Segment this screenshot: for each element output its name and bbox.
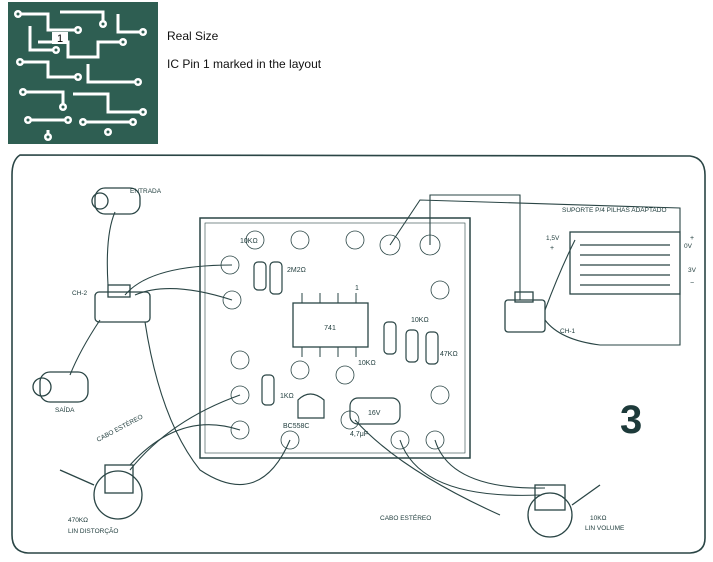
resistor-1k (261, 374, 275, 406)
wiring-diagram: 741 1 10KΩ 2M2Ω 10KΩ 10KΩ 47KΩ 1KΩ BC558… (11, 154, 706, 554)
label-r-10k-right: 10KΩ (411, 317, 429, 324)
switch-ch2 (94, 284, 151, 323)
label-pot-left-name: LIN DISTORÇÃO (68, 526, 118, 535)
switch-ch1 (504, 291, 546, 333)
caption-real-size: Real Size (167, 29, 219, 43)
label-r-10k-top: 10KΩ (240, 238, 258, 245)
label-entrada: ENTRADA (130, 188, 162, 195)
resistor-47k (425, 331, 439, 365)
transistor-bc558c (297, 393, 325, 419)
input-jack (91, 187, 141, 215)
pcb-board (199, 217, 471, 459)
label-cabo-estereo-bottom: CABO ESTÉREO (380, 513, 431, 522)
potentiometer-distorcao (59, 464, 143, 520)
output-jack (32, 371, 89, 403)
ic-741 (292, 302, 369, 348)
label-cap-47uf: 4,7μF (350, 431, 368, 438)
label-ch2: CH-2 (72, 290, 88, 297)
pcb-layout-thumbnail: 1 (8, 2, 158, 144)
figure-number: 3 (620, 398, 642, 442)
label-pot-left-value: 470KΩ (68, 517, 88, 524)
resistor-2m2 (269, 261, 283, 295)
capacitor-4-7uf (349, 397, 401, 425)
label-r-10k-mid: 10KΩ (358, 360, 376, 367)
label-r-1k: 1KΩ (280, 393, 294, 400)
label-bat-minus: − (690, 280, 694, 287)
resistor-10k-right (405, 329, 419, 363)
potentiometer-volume (527, 484, 601, 538)
label-bat-plus-left: + (550, 245, 554, 252)
battery-holder (569, 231, 681, 295)
label-r-47k: 47KΩ (440, 351, 458, 358)
label-battery-holder: SUPORTE P/4 PILHAS ADAPTADO (562, 207, 667, 214)
resistor-10k-top (253, 261, 267, 291)
caption-ic-pin: IC Pin 1 marked in the layout (167, 57, 322, 71)
label-r-2m2: 2M2Ω (287, 267, 306, 274)
label-ch1: CH-1 (560, 328, 576, 335)
ic-741-label: 741 (324, 325, 336, 332)
label-bat-1v5: 1,5V (546, 235, 560, 242)
label-bat-0v: 0V (684, 243, 693, 250)
label-bat-3v: 3V (688, 267, 697, 274)
resistor-10k-mid (383, 321, 397, 355)
ic-pin1-label: 1 (355, 285, 359, 292)
label-saida: SAÍDA (55, 405, 75, 414)
pcb-pin1-marker: 1 (57, 33, 63, 45)
label-cap-16v: 16V (368, 410, 381, 417)
label-bat-plus-right: + (690, 235, 694, 242)
label-pot-right-value: 10KΩ (590, 515, 607, 522)
label-pot-right-name: LIN VOLUME (585, 525, 625, 532)
label-cabo-estereo-left: CABO ESTÉREO (95, 412, 145, 444)
label-transistor: BC558C (283, 423, 309, 430)
